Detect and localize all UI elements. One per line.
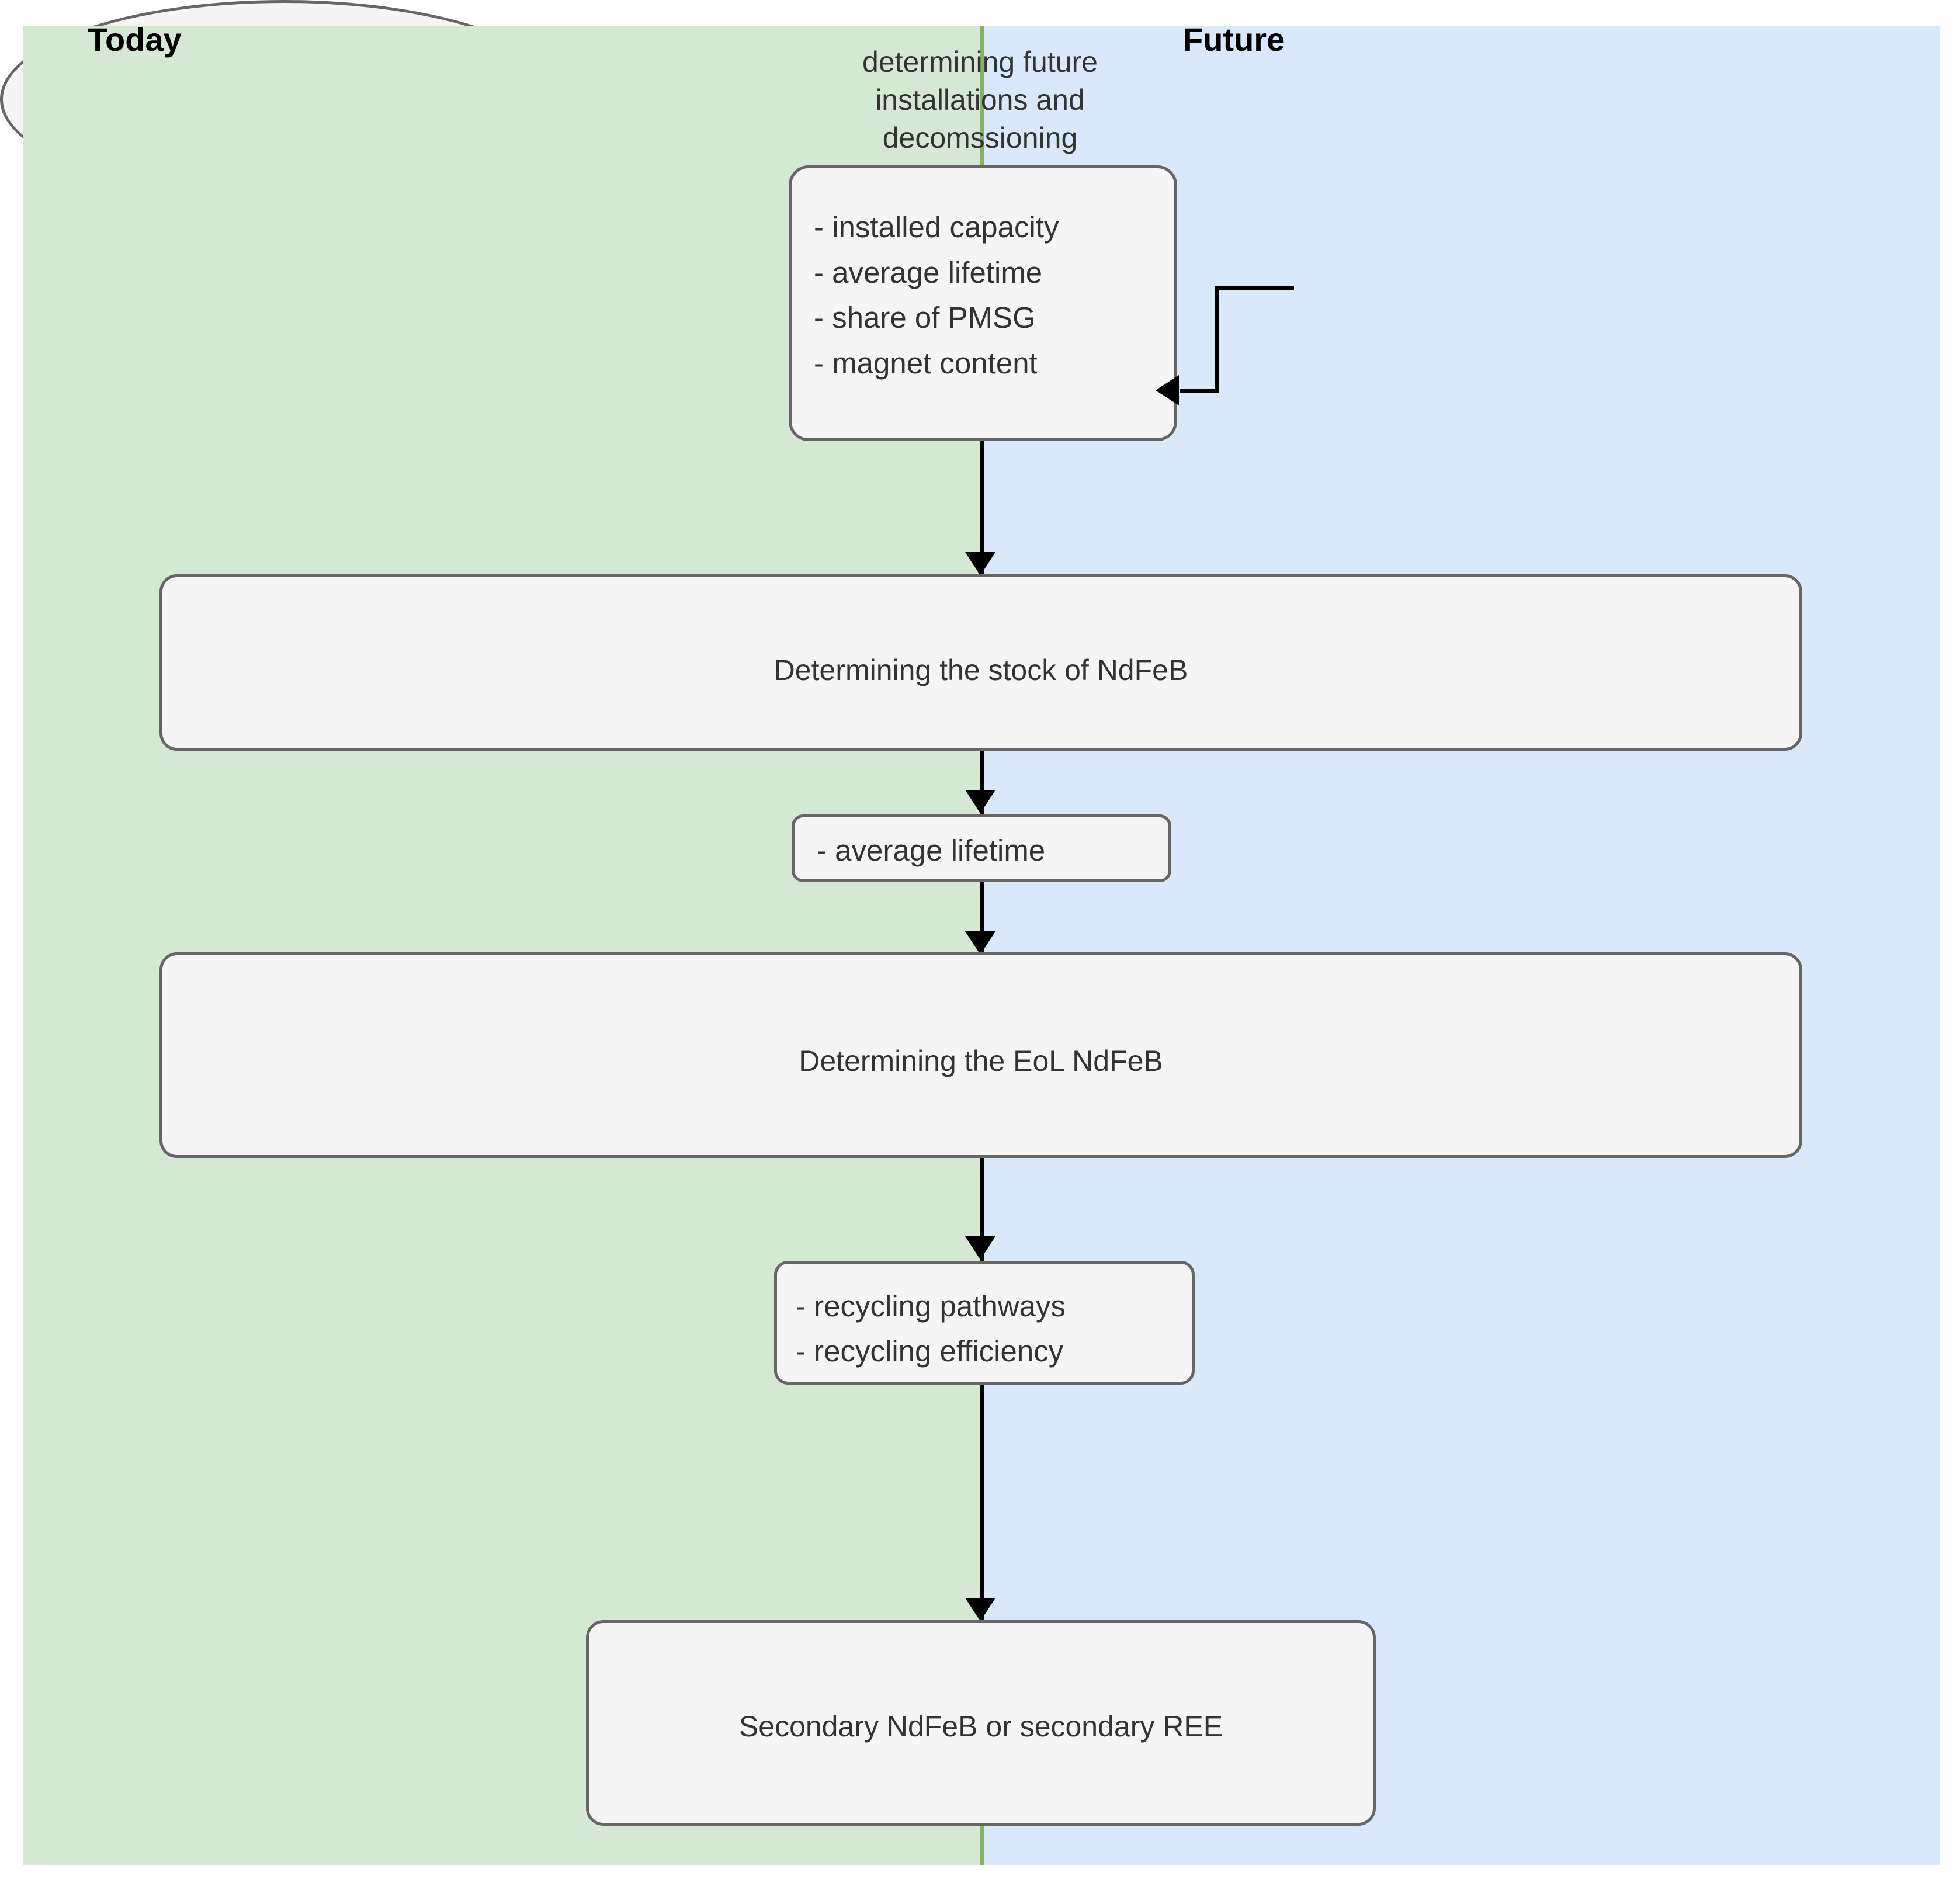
connector-stock-to-lifetime	[980, 751, 984, 818]
list-item: - share of PMSG	[814, 301, 1036, 335]
connector-assumption-to-inputs-h2	[1180, 389, 1219, 393]
list-item: - average lifetime	[814, 255, 1043, 289]
panel-today-label: Today	[88, 21, 182, 58]
connector-assumption-to-inputs-v	[1215, 286, 1219, 393]
connector-recycling-to-secondary	[980, 1385, 984, 1624]
node-inputs[interactable]: - installed capacity - average lifetime …	[789, 165, 1177, 441]
node-eol-label: Determining the EoL NdFeB	[799, 1045, 1163, 1077]
node-average-lifetime-label: - average lifetime	[817, 834, 1046, 867]
list-item: - installed capacity	[814, 210, 1059, 244]
text-line: installations and	[875, 84, 1085, 116]
node-average-lifetime[interactable]: - average lifetime	[792, 814, 1171, 882]
text-line: determining future	[862, 46, 1098, 78]
node-eol[interactable]: Determining the EoL NdFeB	[159, 952, 1802, 1158]
arrowhead-left-icon	[1156, 375, 1179, 405]
node-stock-label: Determining the stock of NdFeB	[773, 654, 1188, 686]
node-recycling[interactable]: - recycling pathways - recycling efficie…	[774, 1261, 1195, 1385]
node-secondary-output[interactable]: Secondary NdFeB or secondary REE	[586, 1620, 1376, 1826]
connector-lifetime-to-eol	[980, 882, 984, 955]
node-secondary-output-label: Secondary NdFeB or secondary REE	[738, 1710, 1223, 1743]
arrowhead-down-icon	[965, 1236, 995, 1260]
connector-eol-to-recycling	[980, 1158, 984, 1263]
panel-future-label: Future	[1183, 21, 1285, 58]
text-line: decomssioning	[882, 122, 1078, 154]
list-item: - recycling efficiency	[796, 1334, 1064, 1368]
node-inputs-list: - installed capacity - average lifetime …	[814, 204, 1163, 386]
node-stock[interactable]: Determining the stock of NdFeB	[159, 574, 1802, 751]
arrowhead-down-icon	[965, 1598, 995, 1621]
arrowhead-down-icon	[965, 931, 995, 955]
list-item: - magnet content	[814, 346, 1038, 380]
connector-assumption-to-inputs-h1	[1215, 286, 1294, 290]
node-recycling-list: - recycling pathways - recycling efficie…	[796, 1284, 1184, 1374]
list-item: - recycling pathways	[796, 1289, 1066, 1323]
connector-inputs-to-stock	[980, 441, 984, 575]
arrowhead-down-icon	[965, 552, 995, 575]
node-future-assumption-text: determining future installations and dec…	[35, 43, 1925, 157]
arrowhead-down-icon	[965, 790, 995, 813]
